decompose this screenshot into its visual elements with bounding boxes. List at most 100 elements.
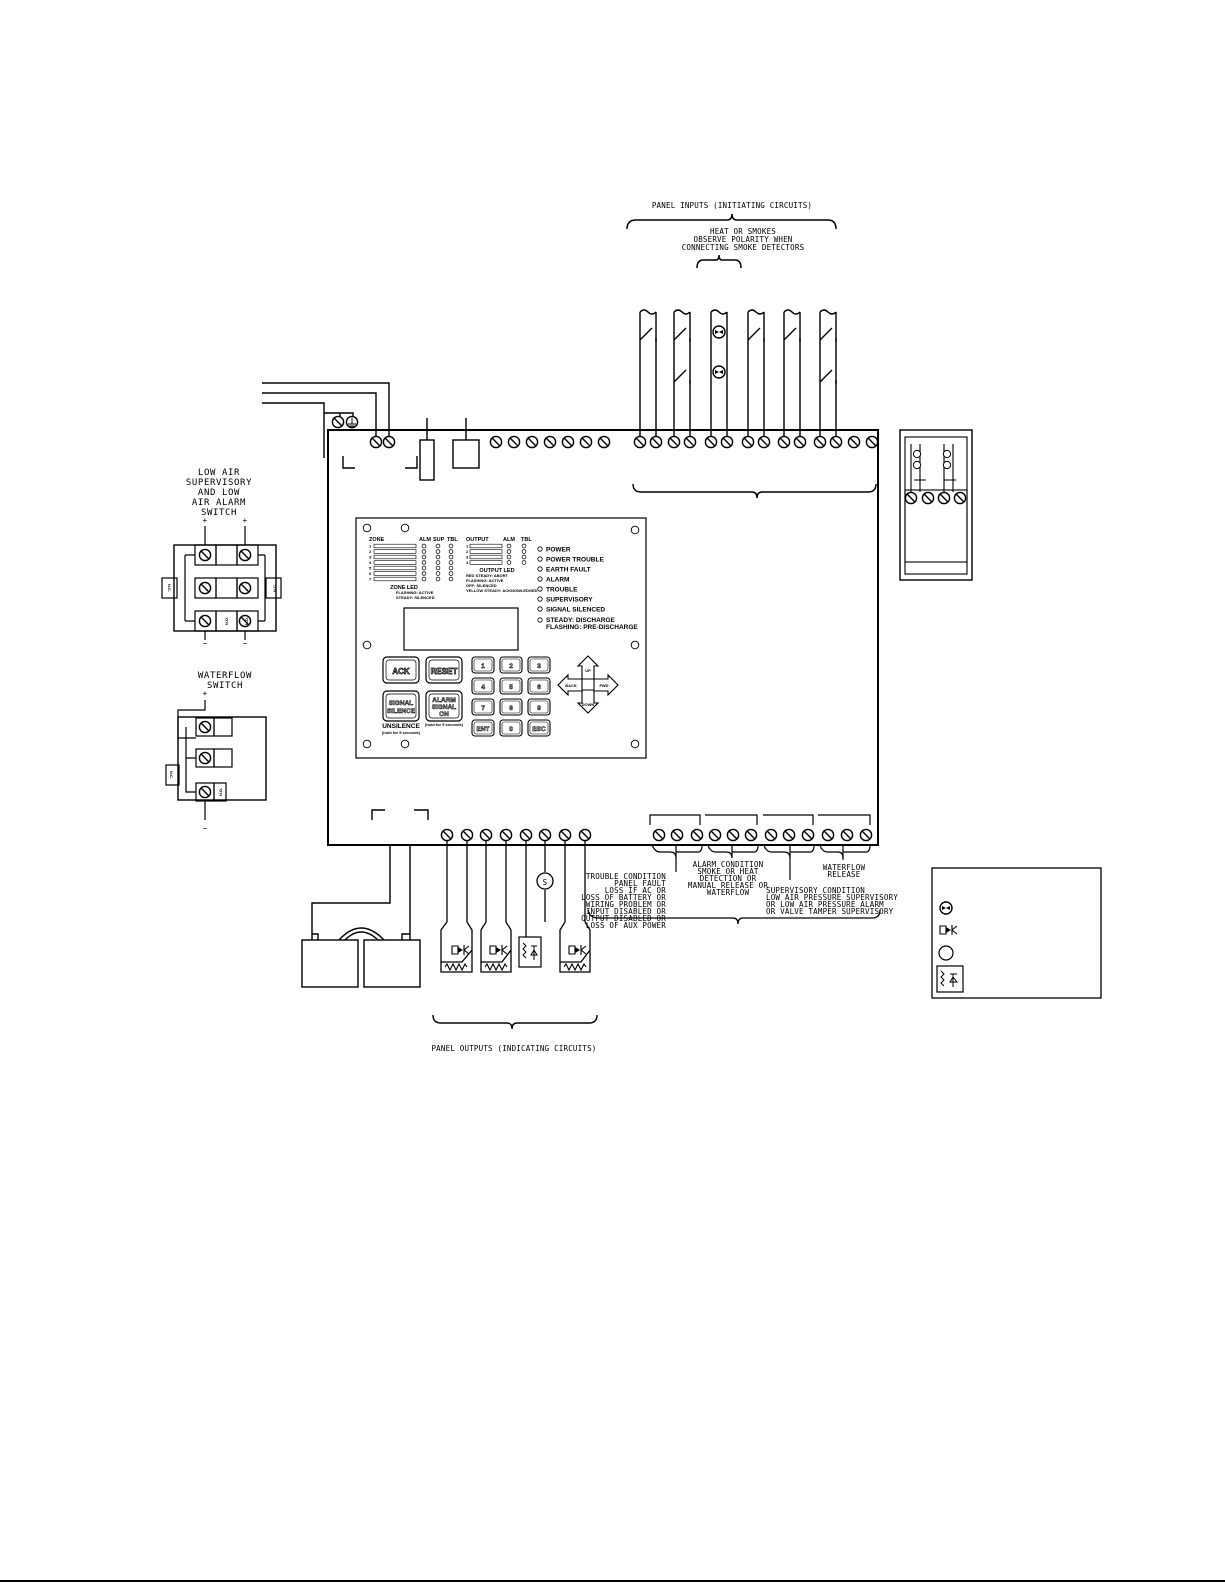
output-tbl-header: TBL	[521, 537, 532, 543]
nav-fwd-button[interactable]: FWD	[593, 673, 619, 697]
zone-led	[435, 549, 441, 554]
trouble-label-6: INPUT DISABLED OR	[586, 907, 666, 916]
expansion-module	[899, 429, 973, 581]
keypad-key[interactable]: 7	[471, 698, 495, 716]
panel-outputs-label: PANEL OUTPUTS (INDICATING CIRCUITS)	[431, 1044, 596, 1053]
zone-led	[421, 565, 427, 571]
switch-nc-label: N.C.	[167, 584, 172, 592]
keypad-key[interactable]: 6	[527, 677, 551, 695]
keypad-key[interactable]: 5	[499, 677, 523, 695]
ac-terminal[interactable]	[382, 435, 396, 449]
status-label: SIGNAL SILENCED	[546, 606, 605, 613]
waterflow-label-1: WATERFLOW	[198, 671, 252, 681]
ac-terminal[interactable]	[369, 435, 383, 449]
unsilence-label: UNSILENCE	[382, 723, 420, 730]
zone-sup-header: SUP	[433, 537, 445, 543]
status-led	[537, 566, 543, 572]
zone-number: 1	[369, 544, 372, 549]
keypad-key[interactable]: 1	[471, 656, 495, 674]
keypad-key-label: 9	[537, 705, 541, 712]
trouble-label-5: WIRING PROBLEM OR	[586, 900, 666, 909]
zone-led	[421, 549, 427, 554]
status-led	[537, 596, 543, 602]
reset-button[interactable]: RESET	[425, 656, 463, 684]
output-number: 4	[466, 560, 469, 565]
keypad-key-label: ENT	[477, 726, 490, 733]
keypad-key[interactable]: 8	[499, 698, 523, 716]
switch-no-label: N.O.	[244, 617, 249, 625]
waterflow-label-2: SWITCH	[207, 681, 243, 691]
low-air-label-3: AND LOW	[198, 488, 240, 498]
ack-button[interactable]: ACK	[382, 656, 420, 684]
keypad-key[interactable]: 0	[499, 719, 523, 737]
low-air-label-1: LOW AIR	[198, 468, 240, 478]
zone-number: 6	[369, 571, 372, 576]
zone-led-steady: STEADY: SILENCED	[396, 595, 435, 600]
heat-detector-icon	[451, 944, 470, 956]
output-led	[521, 549, 527, 554]
output-led-yellow: YELLOW STEADY: ACKNOWLEDGED	[466, 588, 538, 593]
keypad-key-label: 3	[537, 663, 541, 670]
panel-inputs-group: PANEL INPUTS (INITIATING CIRCUITS) HEAT …	[626, 201, 837, 269]
waterflow-release-label-2: RELEASE	[827, 870, 860, 879]
keypad-key[interactable]: ENT	[471, 719, 495, 737]
lcd-display	[403, 607, 519, 651]
output-label-slot	[469, 543, 503, 549]
nav-back-label: BACK	[565, 683, 577, 688]
zone-led	[421, 571, 427, 576]
zone-led	[448, 549, 454, 554]
signal-silence-label-1: SIGNAL	[389, 700, 414, 707]
status-label: EARTH FAULT	[546, 566, 591, 573]
supervisory-label-2: LOW AIR PRESSURE SUPERVISORY	[766, 893, 898, 902]
keypad-key[interactable]: 9	[527, 698, 551, 716]
minus-sign: −	[203, 639, 208, 648]
status-label: POWER	[546, 546, 571, 553]
heat-label-1: HEAT OR SMOKES	[710, 227, 776, 236]
keypad-key[interactable]: 2	[499, 656, 523, 674]
ground-terminal[interactable]	[331, 415, 345, 429]
zone-number: 5	[369, 566, 372, 571]
resistor-icon	[563, 963, 587, 971]
nav-back-button[interactable]: BACK	[557, 673, 583, 697]
keypad-key-label: 5	[509, 684, 513, 691]
zone-alm-header: ALM	[419, 537, 431, 543]
keypad-key-label: 1	[481, 663, 485, 670]
zone-led	[448, 571, 454, 576]
nav-up-button[interactable]: UP	[576, 655, 600, 680]
fuse	[419, 439, 435, 481]
panel-enclosure	[327, 429, 879, 846]
nav-down-button[interactable]: DOWN	[576, 689, 600, 714]
output-led	[506, 549, 512, 554]
signal-silence-button[interactable]: SIGNAL SILENCE	[382, 690, 420, 722]
minus-sign: −	[203, 824, 208, 833]
switch-no-label: N.O.	[224, 617, 229, 625]
ac-input-wires	[262, 382, 390, 458]
zone-led	[448, 554, 454, 560]
minus-sign: −	[243, 639, 248, 648]
keypad-key[interactable]: 4	[471, 677, 495, 695]
trouble-label-1: TROUBLE CONDITION	[586, 872, 666, 881]
zone-led	[435, 543, 441, 549]
keypad-key[interactable]: 3	[527, 656, 551, 674]
ack-label: ACK	[392, 667, 410, 676]
nav-down-label: DOWN	[582, 702, 595, 707]
zone-led	[448, 543, 454, 549]
heat-detector-icon	[489, 944, 508, 956]
alarm-signal-on-button[interactable]: ALARM SIGNAL ON	[425, 690, 463, 722]
keypad-key[interactable]: ESC	[527, 719, 551, 737]
zone-label-slot	[373, 565, 417, 571]
relay-terminal-strip	[649, 814, 873, 842]
heat-label-3: CONNECTING SMOKE DETECTORS	[682, 243, 805, 252]
zone-led	[421, 543, 427, 549]
legend-strobe-icon	[938, 945, 954, 961]
page-bottom-rule	[0, 1580, 1225, 1582]
output-number: 2	[466, 549, 469, 554]
zone-led	[448, 576, 454, 582]
signal-silence-label-2: SILENCE	[387, 708, 416, 715]
zone-label-slot	[373, 554, 417, 560]
zone-header: ZONE	[369, 537, 385, 543]
output-circuits: S	[440, 841, 591, 973]
output-led	[521, 554, 527, 560]
trouble-label-8: LOSS OF AUX POWER	[586, 921, 666, 930]
